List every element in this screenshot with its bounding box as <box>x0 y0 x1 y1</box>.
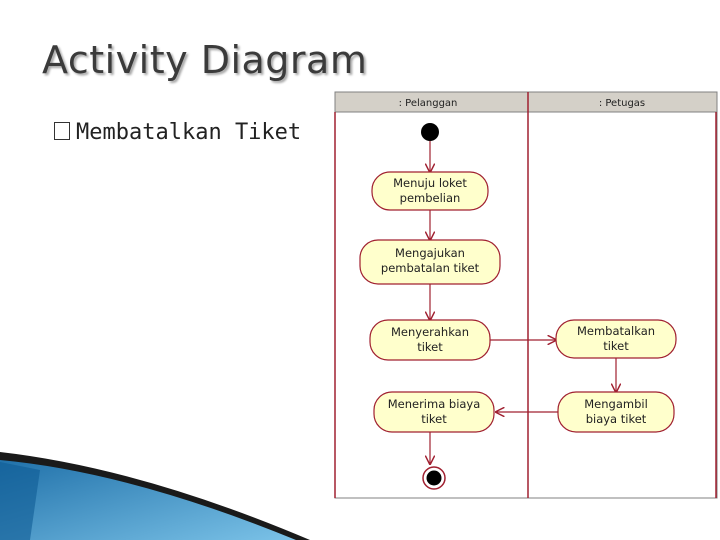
decorative-swoosh <box>0 0 720 540</box>
